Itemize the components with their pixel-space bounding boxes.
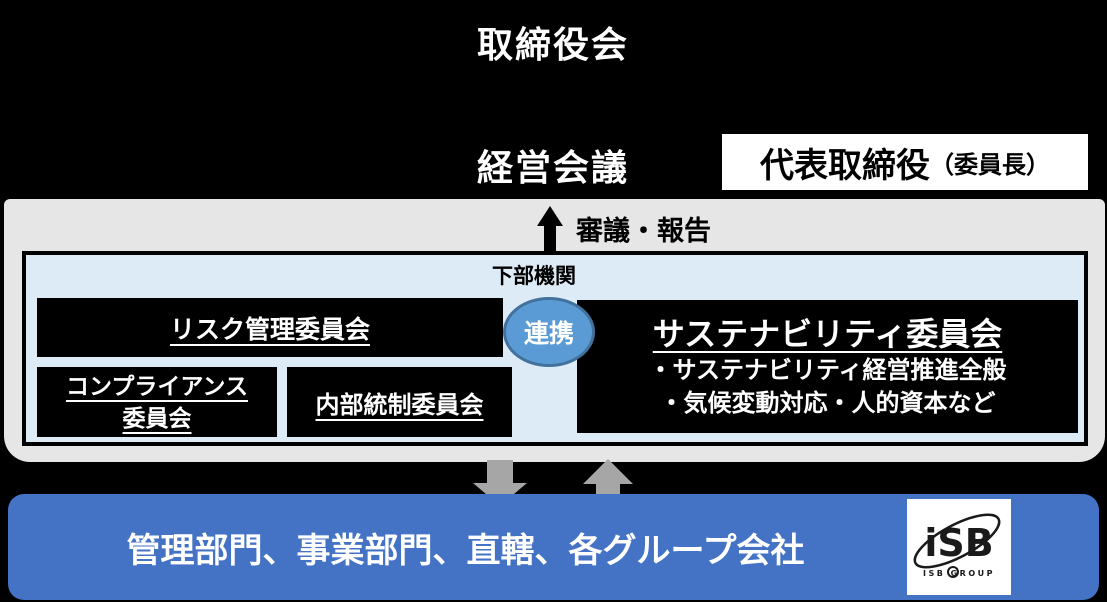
isb-logo-icon: iSB ISB GROUP — [913, 513, 1001, 578]
sustainability-bullet-2: ・気候変動対応・人的資本など — [659, 389, 996, 417]
risk-management-committee-box: リスク管理委員会 — [37, 298, 503, 357]
sustainability-committee-box: サステナビリティ委員会 ・サステナビリティ経営推進全般 ・気候変動対応・人的資本… — [577, 300, 1078, 433]
departments-bar: 管理部門、事業部門、直轄、各グループ会社 iSB ISB GROUP — [8, 494, 1099, 600]
isb-caption: ISB GROUP — [923, 569, 995, 578]
compliance-committee-label-line2: 委員会 — [122, 405, 192, 431]
suborgan-container: 下部機関 リスク管理委員会 コンプライアンス 委員会 内部統制委員会 サステナビ… — [22, 251, 1088, 446]
internal-control-committee-label: 内部統制委員会 — [315, 391, 484, 419]
isb-wordmark: iSB — [924, 521, 993, 565]
representative-director-label: 代表取締役 — [760, 146, 930, 185]
collaboration-label: 連携 — [523, 320, 574, 348]
collaboration-ellipse: 連携 — [503, 297, 595, 367]
report-up-arrow-icon — [537, 206, 563, 253]
isb-group-logo: iSB ISB GROUP — [907, 499, 1011, 595]
sustainability-bullet-1: ・サステナビリティ経営推進全般 — [648, 356, 1007, 384]
board-of-directors-title: 取締役会 — [476, 24, 630, 65]
representative-director-box: 代表取締役 （委員長） — [722, 134, 1088, 190]
departments-label: 管理部門、事業部門、直轄、各グループ会社 — [126, 531, 805, 570]
report-label: 審議・報告 — [576, 216, 711, 246]
compliance-committee-box: コンプライアンス 委員会 — [37, 367, 277, 437]
compliance-committee-label-line1: コンプライアンス — [66, 372, 248, 399]
risk-management-committee-label: リスク管理委員会 — [169, 315, 370, 344]
sustainability-committee-title: サステナビリティ委員会 — [652, 315, 1003, 352]
suborgan-label: 下部機関 — [492, 265, 576, 288]
management-meeting-title: 経営会議 — [476, 147, 630, 188]
chairman-label: （委員長） — [930, 151, 1050, 179]
internal-control-committee-box: 内部統制委員会 — [287, 367, 512, 437]
